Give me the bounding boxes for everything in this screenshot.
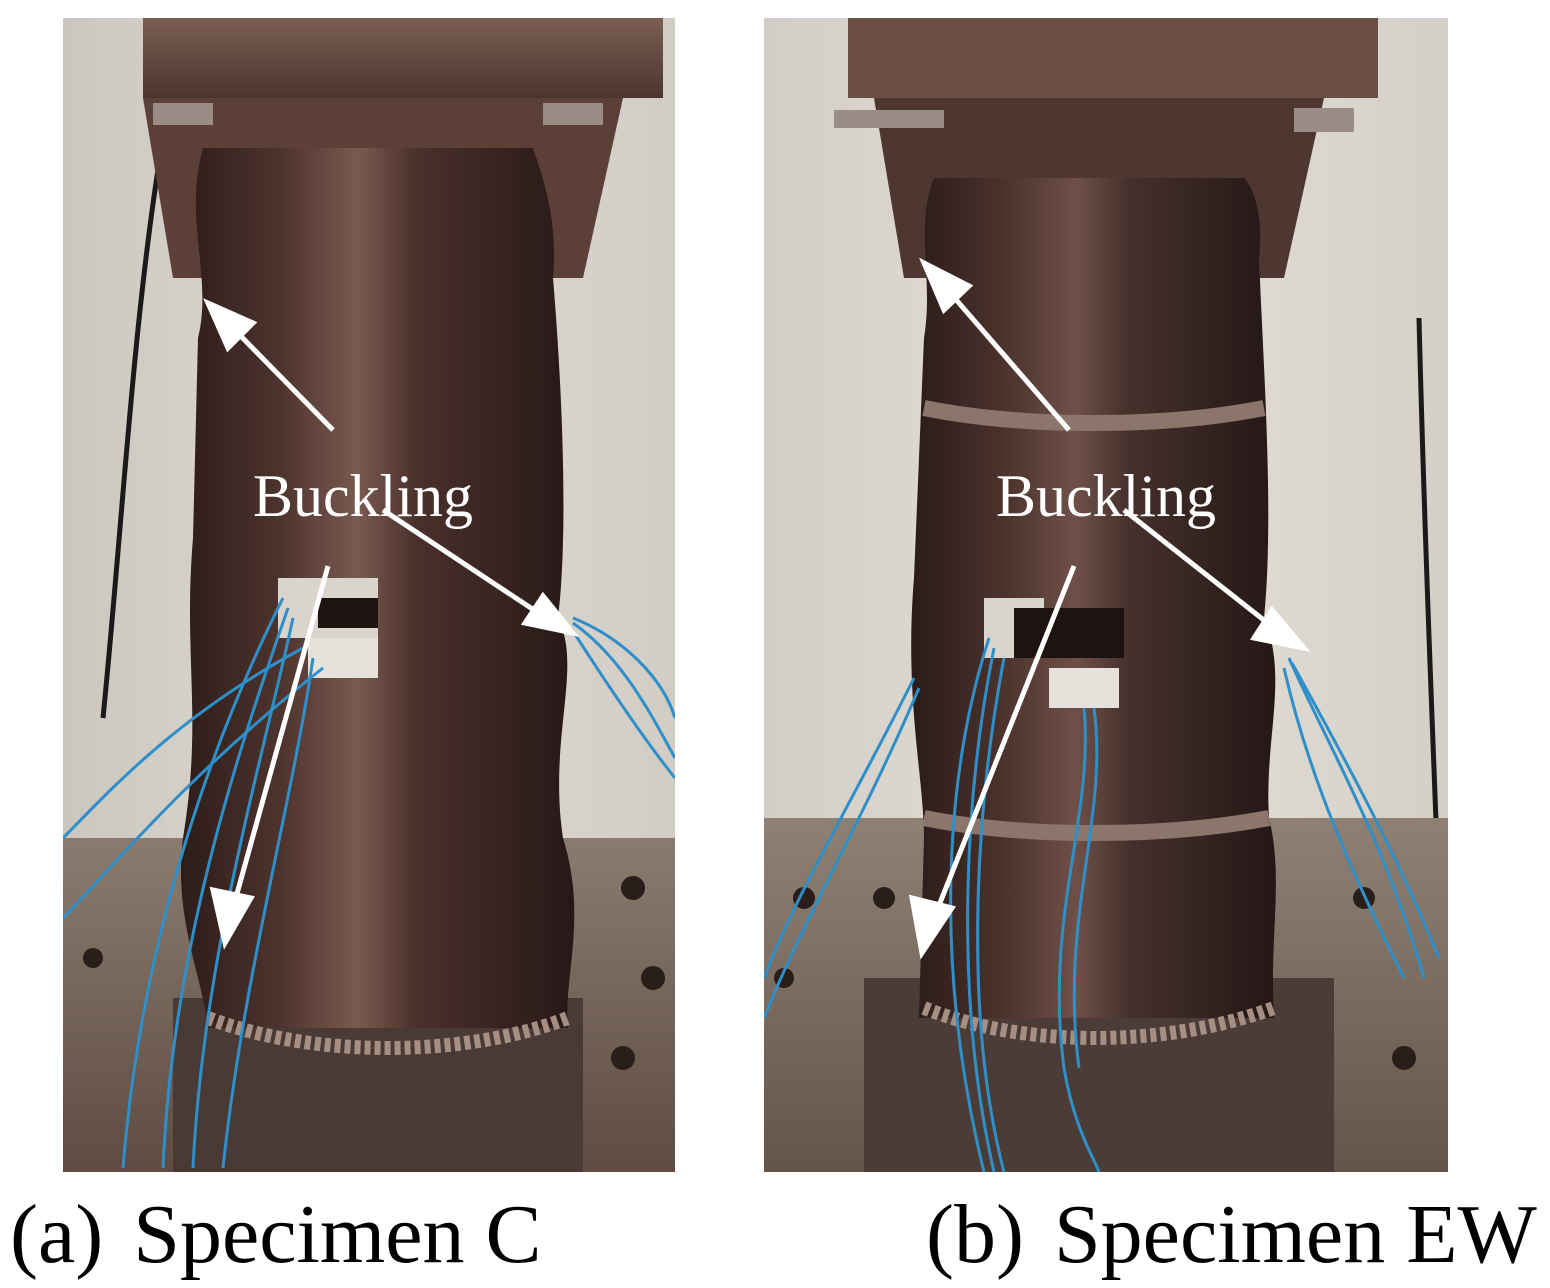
weld-seam	[922, 400, 1266, 431]
caption-b: (b) Specimen EW	[926, 1190, 1537, 1280]
caption-a: (a) Specimen C	[10, 1190, 542, 1280]
weld-seam	[922, 810, 1271, 841]
weld-seam	[921, 1001, 1277, 1045]
black-cable	[100, 137, 166, 719]
clamp-block	[834, 110, 944, 128]
clamp-block	[153, 103, 213, 125]
photo-specimen-c: Buckling	[63, 18, 675, 1172]
buckling-arrows	[908, 257, 1311, 960]
clamp-block	[543, 103, 603, 125]
weld-seam	[205, 1011, 571, 1055]
specimen-c-photo-illustration: Buckling	[63, 18, 675, 1172]
strain-gauge-patch	[1049, 668, 1119, 708]
caption-tag: (b)	[926, 1188, 1024, 1281]
caption-text: Specimen EW	[1053, 1188, 1537, 1281]
blue-lead-wires	[764, 637, 1441, 1172]
clamp-block	[1294, 108, 1354, 132]
top-loading-plate	[848, 18, 1378, 98]
caption-tag: (a)	[10, 1188, 104, 1281]
steel-tube	[911, 178, 1276, 1018]
callout-buckling-b: Buckling	[996, 463, 1216, 529]
blue-lead-wires	[63, 597, 675, 1169]
top-loading-plate	[143, 18, 663, 98]
photo-specimen-ew: Buckling	[764, 18, 1448, 1172]
callout-buckling-a: Buckling	[253, 463, 473, 529]
specimen-ew-photo-illustration: Buckling	[764, 18, 1448, 1172]
caption-text: Specimen C	[133, 1188, 542, 1281]
buckling-arrows	[203, 298, 580, 950]
